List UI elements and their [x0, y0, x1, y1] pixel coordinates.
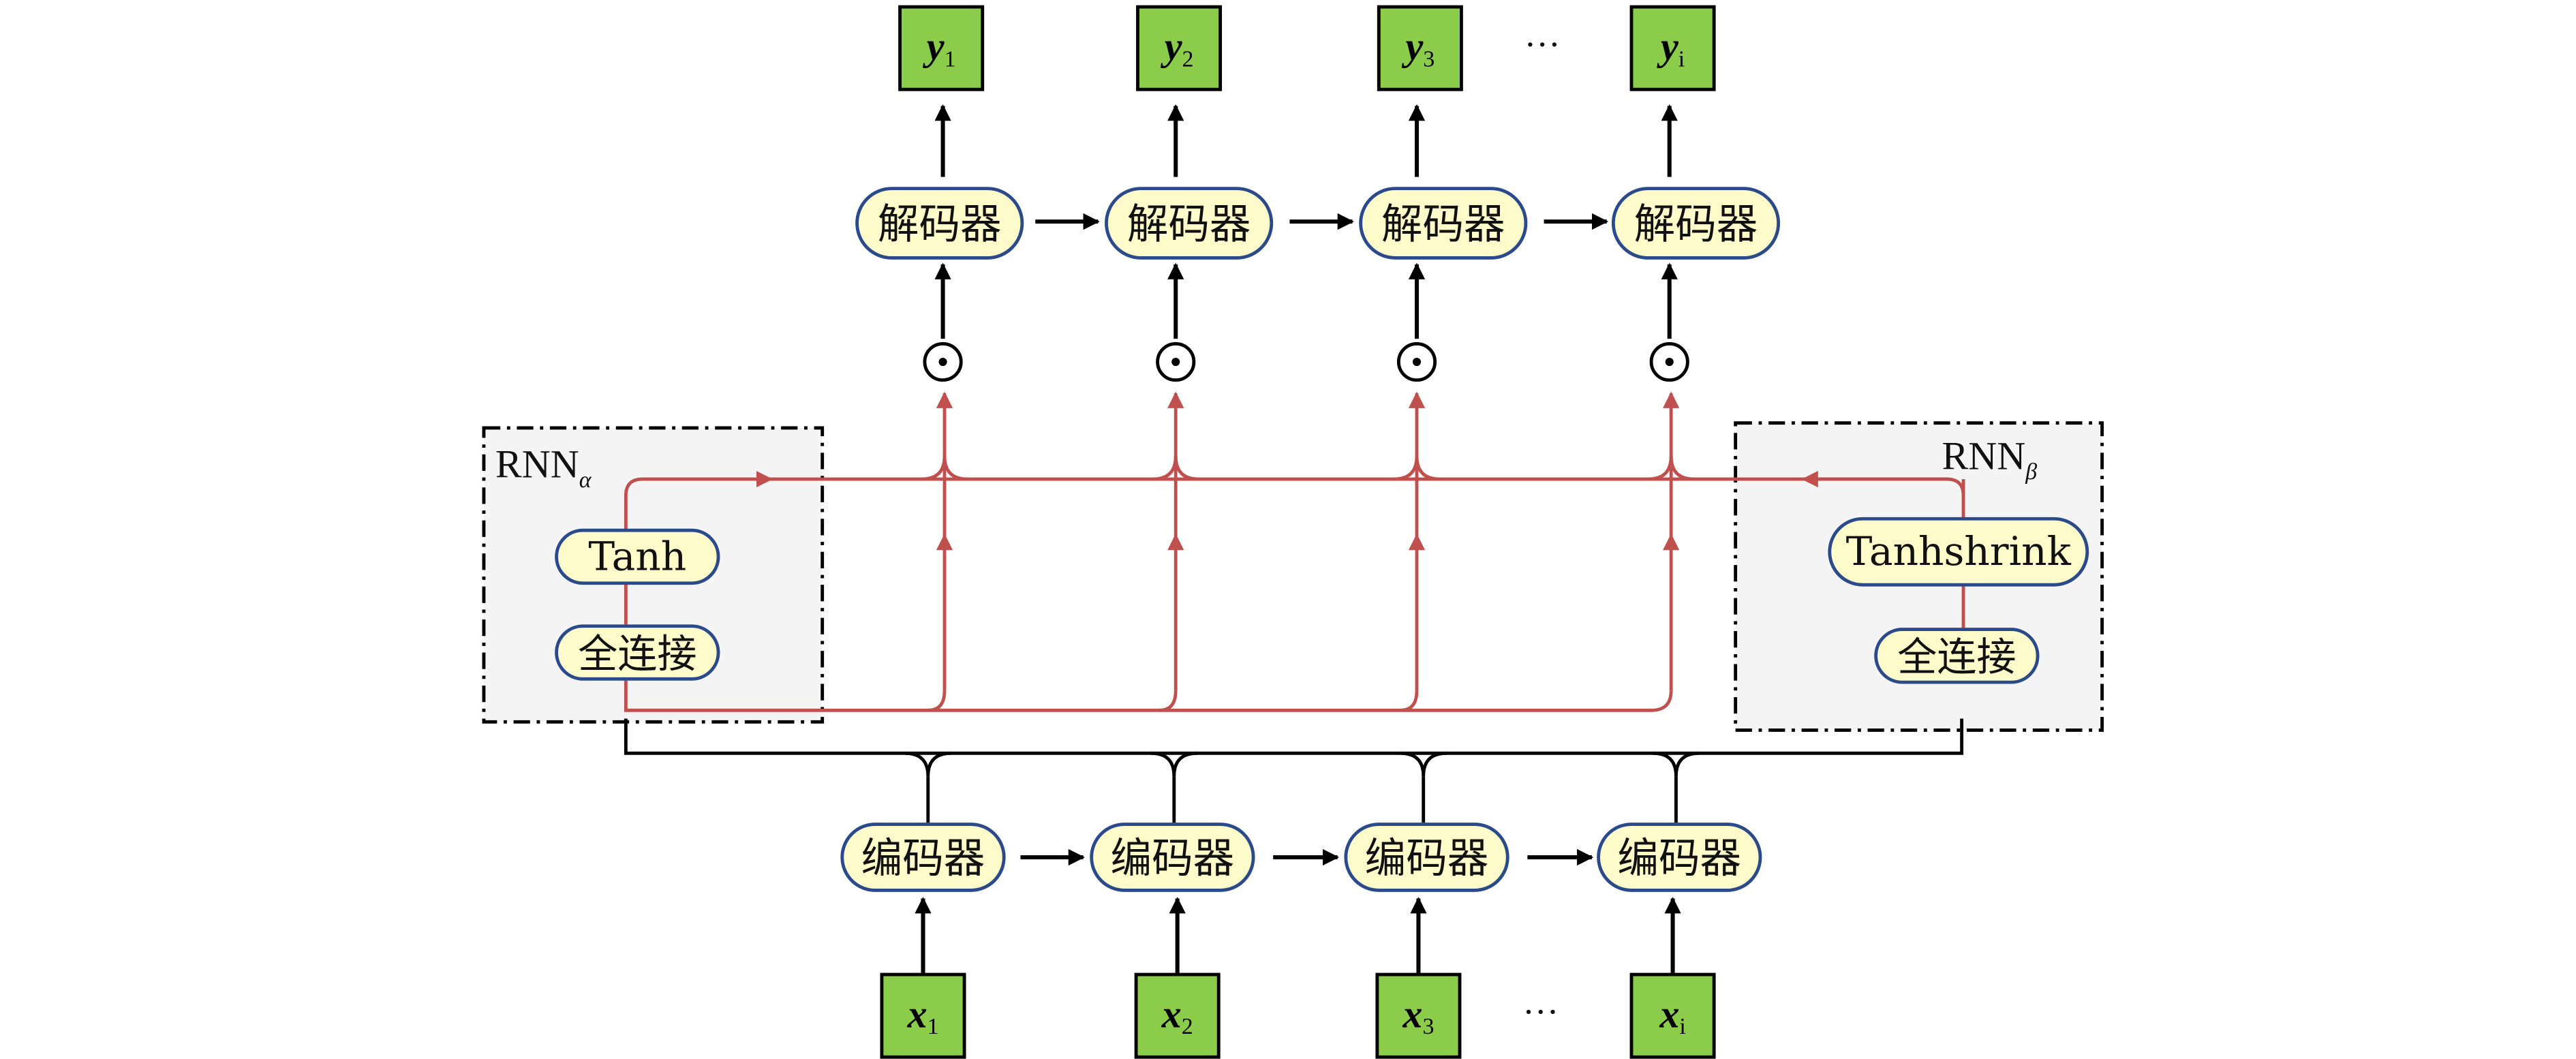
- tanhshrink-node: [1828, 517, 2089, 587]
- output-row: y1 y2 y3 ··· yi: [898, 5, 1716, 91]
- output-label-3: y3: [1401, 25, 1435, 72]
- decoder-label-3: 解码器: [1381, 200, 1505, 248]
- input-label-1: x1: [906, 992, 938, 1040]
- input-label-2: x2: [1161, 992, 1193, 1040]
- alpha-fc-node: [555, 624, 720, 681]
- input-box-3: [1375, 972, 1462, 1059]
- input-row: x1 x2 x3 ··· xi: [880, 972, 1716, 1059]
- hadamard-row: [923, 341, 1689, 382]
- encoder-label-4: 编码器: [1617, 835, 1741, 882]
- encoder-row: 编码器 编码器 编码器 编码器: [840, 823, 1762, 892]
- encoder-node-3: [1344, 823, 1509, 892]
- attention-lines: [624, 391, 1965, 712]
- hadamard-dot-2: [1171, 358, 1180, 367]
- output-box-3: [1377, 5, 1463, 91]
- hadamard-dot-1: [938, 358, 947, 367]
- encoder-node-1: [840, 823, 1006, 892]
- decoder-label-1: 解码器: [878, 200, 1002, 248]
- output-box-1: [898, 5, 985, 91]
- encoder-label-3: 编码器: [1365, 835, 1489, 882]
- hadamard-dot-4: [1665, 358, 1674, 367]
- encoder-bus: [624, 718, 1964, 823]
- input-label-3: x3: [1402, 992, 1434, 1040]
- alpha-fc-label: 全连接: [578, 630, 696, 677]
- tanhshrink-label: Tanhshrink: [1846, 528, 2072, 574]
- input-box-2: [1134, 972, 1221, 1059]
- input-ellipsis: ···: [1522, 992, 1559, 1032]
- rnn-alpha-title: RNNα: [495, 442, 592, 493]
- output-label-i: yi: [1657, 25, 1685, 72]
- main-arrows: [915, 104, 1681, 973]
- beta-fc-node: [1874, 628, 2040, 684]
- decoder-node-2: [1105, 187, 1274, 260]
- output-box-i: [1629, 5, 1716, 91]
- input-box-i: [1629, 972, 1716, 1059]
- tanh-node: [555, 528, 720, 585]
- input-box-1: [880, 972, 966, 1059]
- output-box-2: [1136, 5, 1223, 91]
- decoder-label-2: 解码器: [1127, 200, 1251, 248]
- output-ellipsis: ···: [1524, 25, 1561, 65]
- output-label-2: y2: [1161, 25, 1194, 72]
- decoder-node-1: [855, 187, 1024, 260]
- encoder-node-4: [1597, 823, 1762, 892]
- decoder-node-4: [1611, 187, 1781, 260]
- decoder-label-4: 解码器: [1634, 200, 1758, 248]
- decoder-node-3: [1359, 187, 1528, 260]
- input-label-i: xi: [1659, 992, 1686, 1040]
- tanh-label: Tanh: [588, 533, 686, 579]
- output-label-1: y1: [923, 25, 956, 72]
- decoder-row: 解码器 解码器 解码器 解码器: [855, 187, 1781, 260]
- beta-fc-label: 全连接: [1897, 634, 2016, 680]
- hadamard-dot-3: [1412, 358, 1422, 367]
- encoder-label-1: 编码器: [861, 835, 985, 882]
- rnn-beta-title: RNNβ: [1942, 434, 2038, 485]
- encoder-node-2: [1090, 823, 1255, 892]
- encoder-label-2: 编码器: [1111, 835, 1235, 882]
